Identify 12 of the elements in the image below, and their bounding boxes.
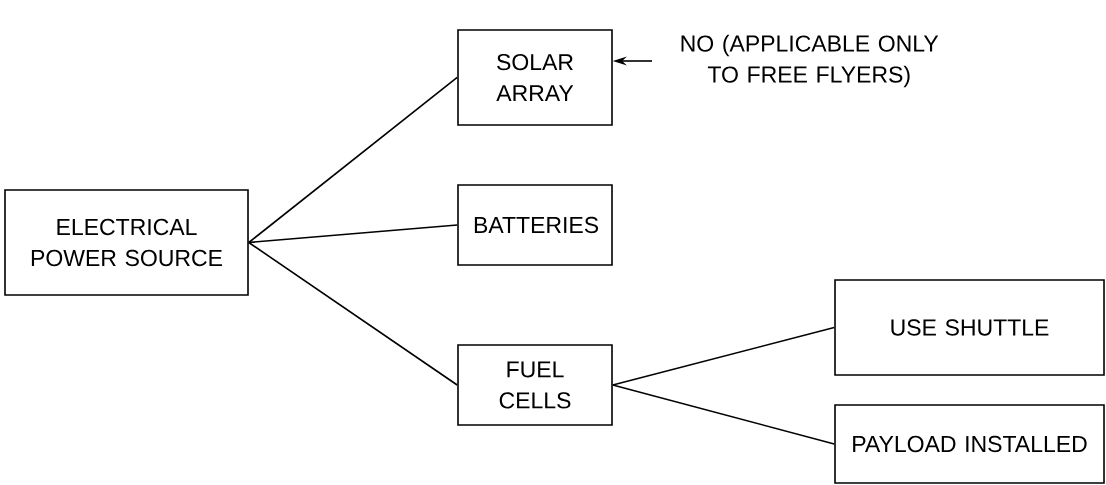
connector-line bbox=[248, 76, 458, 244]
process-box: PAYLOAD INSTALLED bbox=[834, 404, 1105, 484]
process-box: USE SHUTTLE bbox=[834, 279, 1105, 376]
process-box: ELECTRICAL POWER SOURCE bbox=[4, 189, 249, 296]
process-box: FUEL CELLS bbox=[457, 344, 613, 426]
connector-line bbox=[248, 241, 458, 386]
connector-line bbox=[248, 224, 458, 244]
connector-line bbox=[612, 326, 835, 386]
process-box: SOLAR ARRAY bbox=[457, 29, 613, 126]
process-box: BATTERIES bbox=[457, 184, 613, 266]
connector-line bbox=[612, 384, 835, 445]
note-text: NO (APPLICABLE ONLY TO FREE FLYERS) bbox=[681, 34, 939, 88]
